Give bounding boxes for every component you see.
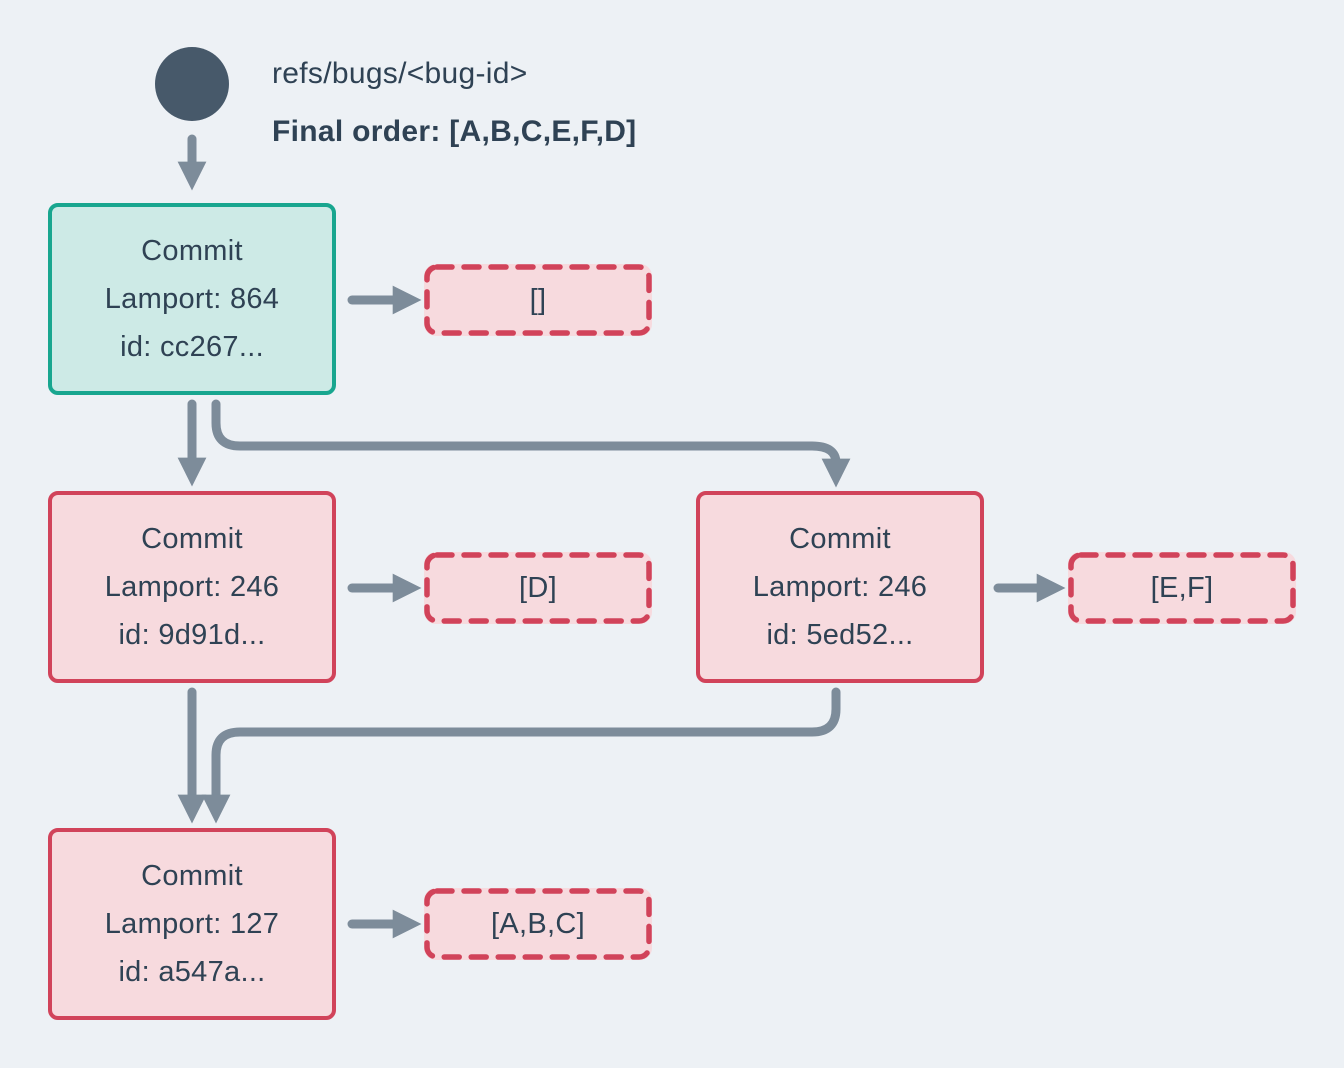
ops-box-bottom: [A,B,C] xyxy=(424,888,652,960)
dashed-border xyxy=(1068,552,1296,624)
edge-root-to-right xyxy=(211,399,851,488)
ops-list: [A,B,C] xyxy=(491,907,585,940)
final-order-label: Final order: [A,B,C,E,F,D] xyxy=(272,115,637,148)
commit-id: id: 9d91d... xyxy=(118,619,266,651)
ref-head-circle xyxy=(155,47,229,121)
ops-list: [] xyxy=(529,283,547,316)
commit-id: id: cc267... xyxy=(120,331,264,363)
commit-title: Commit xyxy=(789,523,891,555)
commit-node-bottom: Commit Lamport: 127 id: a547a... xyxy=(48,828,336,1020)
ref-label: refs/bugs/<bug-id> xyxy=(272,57,528,90)
commit-title: Commit xyxy=(141,523,243,555)
commit-lamport: Lamport: 127 xyxy=(104,908,280,940)
ops-box-right: [E,F] xyxy=(1068,552,1296,624)
dashed-border xyxy=(424,264,652,336)
commit-lamport: Lamport: 864 xyxy=(104,283,280,315)
dashed-border xyxy=(424,888,652,960)
dashed-border xyxy=(424,552,652,624)
commit-title: Commit xyxy=(141,235,243,267)
ops-list: [D] xyxy=(519,571,557,604)
edge-right-to-bottom xyxy=(201,687,841,824)
commit-lamport: Lamport: 246 xyxy=(104,571,280,603)
commit-lamport: Lamport: 246 xyxy=(752,571,928,603)
ops-box-root: [] xyxy=(424,264,652,336)
commit-id: id: a547a... xyxy=(118,956,266,988)
commit-node-left: Commit Lamport: 246 id: 9d91d... xyxy=(48,491,336,683)
ops-list: [E,F] xyxy=(1150,571,1214,604)
commit-id: id: 5ed52... xyxy=(766,619,914,651)
commit-title: Commit xyxy=(141,860,243,892)
commit-node-root: Commit Lamport: 864 id: cc267... xyxy=(48,203,336,395)
commit-node-right: Commit Lamport: 246 id: 5ed52... xyxy=(696,491,984,683)
ops-box-left: [D] xyxy=(424,552,652,624)
